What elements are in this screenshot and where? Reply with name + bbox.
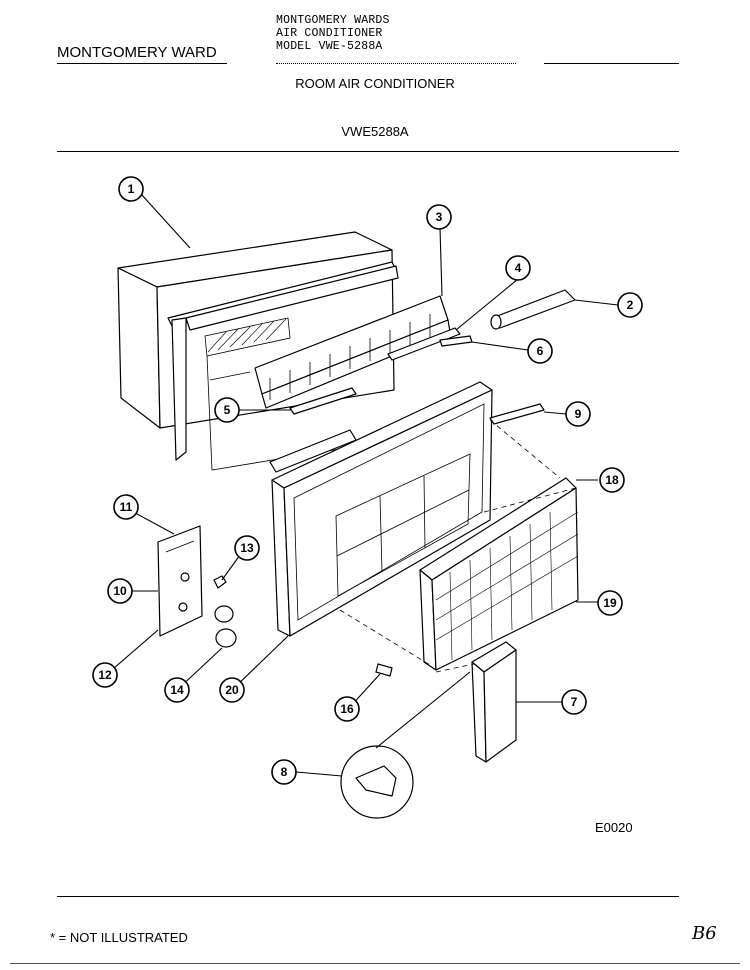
deflector-end [490,314,502,330]
leader-3 [439,227,443,297]
typed-line-1: MONTGOMERY WARDS [276,14,390,27]
svg-text:1: 1 [128,182,135,196]
svg-text:18: 18 [605,473,619,487]
bracket-hole-top [180,572,190,582]
svg-text:6: 6 [537,344,544,358]
diagram-code: E0020 [595,820,633,835]
bar-part-9 [489,403,545,425]
leader-2 [574,299,619,306]
leader-20 [231,635,289,691]
bottom-edge-rule [10,963,740,964]
svg-text:8: 8 [281,765,288,779]
svg-text:2: 2 [627,298,634,312]
svg-text:9: 9 [575,407,582,421]
alignment-line [489,419,561,479]
leader-8 [295,671,471,777]
leader-4 [455,278,519,331]
typed-line-3: MODEL VWE-5288A [276,40,383,53]
callout-6: 6 [527,338,553,364]
top-divider [57,151,679,152]
alignment-line [339,609,431,666]
callout-3: 3 [426,204,452,230]
brand-name: MONTGOMERY WARD [57,44,217,61]
knob-part-upper [214,605,234,623]
callout-18: 18 [599,467,625,493]
page-mark: B6 [692,923,717,944]
header-rule-right [544,63,679,64]
alignment-line [435,663,475,673]
alignment-line [483,487,577,513]
callout-4: 4 [505,255,531,281]
control-cover-front [483,649,517,763]
svg-text:12: 12 [98,668,112,682]
callout-2: 2 [617,292,643,318]
callout-7: 7 [561,689,587,715]
bottom-divider [57,896,679,897]
svg-text:11: 11 [120,500,133,514]
callout-14: 14 [164,677,190,703]
callout-13: 13 [234,535,260,561]
header-rule-left [57,63,227,64]
leader-1 [140,193,191,249]
knob-part-lower [215,628,237,648]
svg-text:5: 5 [224,403,231,417]
callout-12: 12 [92,662,118,688]
callout-16: 16 [334,696,360,722]
svg-text:16: 16 [340,702,354,716]
footnote: * = NOT ILLUSTRATED [50,930,188,945]
grille-part [419,477,579,671]
callout-9: 9 [565,401,591,427]
svg-text:10: 10 [113,584,127,598]
typed-label: MONTGOMERY WARDS AIR CONDITIONER MODEL V… [276,14,390,53]
control-bracket-part [157,525,203,637]
rail-part-4 [387,327,461,361]
screw-part [375,663,393,677]
svg-text:13: 13 [240,541,254,555]
svg-text:7: 7 [571,695,578,709]
deflector-part-2 [491,289,576,329]
svg-text:3: 3 [436,210,443,224]
latch-part [355,765,397,797]
callout-5: 5 [214,397,240,423]
svg-text:19: 19 [603,596,617,610]
svg-text:14: 14 [170,683,184,697]
front-frame-part [271,381,493,637]
bracket-hole-bottom [178,602,188,612]
leader-6 [471,341,529,351]
header-rule-mid [276,63,516,64]
svg-text:4: 4 [515,261,522,275]
callout-8: 8 [271,759,297,785]
callout-19: 19 [597,590,623,616]
callout-11: 11 [113,494,139,520]
svg-text:20: 20 [225,683,239,697]
rail-part-5 [289,387,357,415]
bracket-scale [165,540,195,553]
page-title: ROOM AIR CONDITIONER [295,76,455,91]
callout-20: 20 [219,677,245,703]
callout-10: 10 [107,578,133,604]
typed-line-2: AIR CONDITIONER [276,27,383,40]
cabinet-part [117,231,399,471]
leader-9 [543,411,567,415]
callout-1: 1 [118,176,144,202]
model-number: VWE5288A [341,124,409,139]
